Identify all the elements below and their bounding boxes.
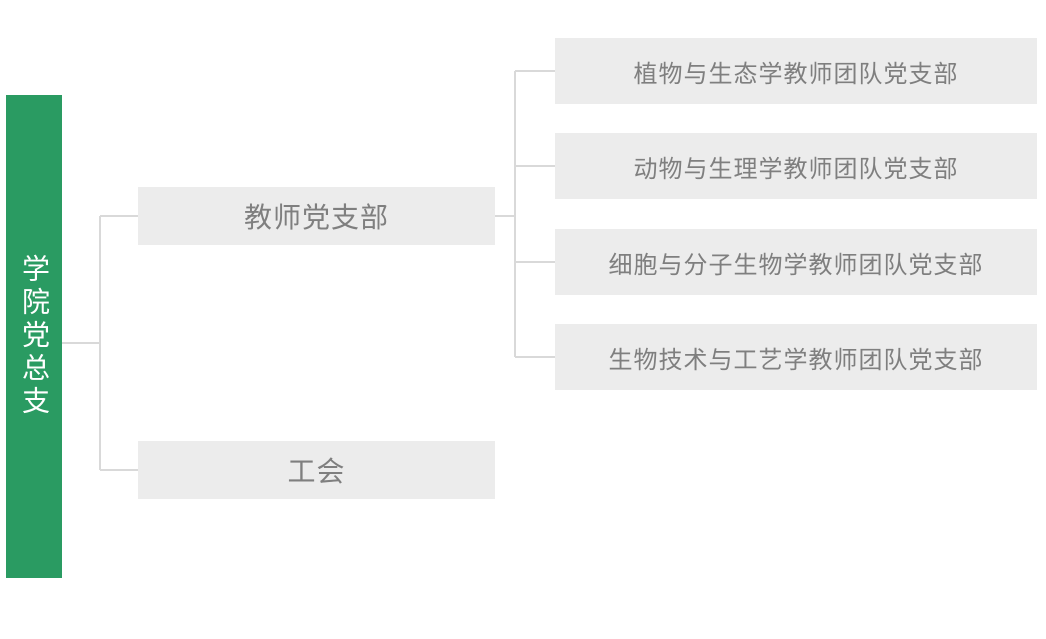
node-labor-union-label: 工会 — [287, 455, 346, 488]
node-teacher-party-branch-label: 教师党支部 — [243, 201, 389, 234]
node-college-party-general-branch-label: 学院党总支 — [18, 254, 51, 419]
node-cell-molecular-biology-branch-label: 细胞与分子生物学教师团队党支部 — [608, 250, 984, 279]
node-biotech-technology-branch-label: 生物技术与工艺学教师团队党支部 — [608, 345, 984, 374]
node-college-party-general-branch: 学院党总支 — [6, 95, 62, 578]
node-teacher-party-branch: 教师党支部 — [138, 187, 495, 245]
node-animal-physiology-branch-label: 动物与生理学教师团队党支部 — [633, 154, 959, 183]
node-animal-physiology-branch: 动物与生理学教师团队党支部 — [555, 133, 1037, 199]
node-plant-ecology-branch-label: 植物与生态学教师团队党支部 — [633, 59, 959, 88]
node-biotech-technology-branch: 生物技术与工艺学教师团队党支部 — [555, 324, 1037, 390]
node-plant-ecology-branch: 植物与生态学教师团队党支部 — [555, 38, 1037, 104]
node-cell-molecular-biology-branch: 细胞与分子生物学教师团队党支部 — [555, 229, 1037, 295]
node-labor-union: 工会 — [138, 441, 495, 499]
